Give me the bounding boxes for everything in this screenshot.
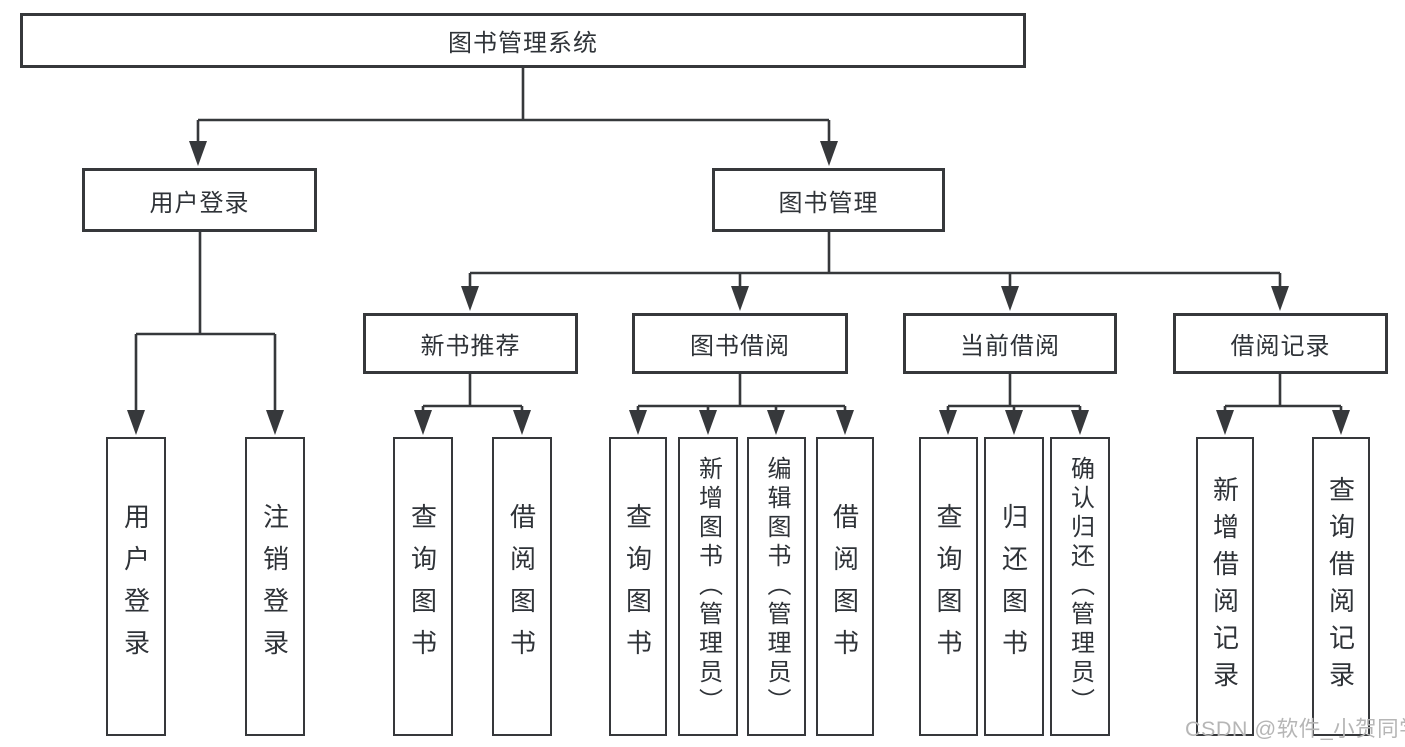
leaf-label: 确认归还（管理员） bbox=[1066, 456, 1094, 717]
node-label: 图书管理系统 bbox=[448, 30, 598, 57]
leaf-query-books-current: 查询图书 bbox=[919, 437, 978, 736]
leaf-label: 查询图书 bbox=[622, 502, 653, 671]
leaf-label: 查询借阅记录 bbox=[1325, 475, 1356, 698]
node-current-borrow: 当前借阅 bbox=[903, 313, 1117, 374]
node-label: 当前借阅 bbox=[960, 333, 1060, 360]
leaf-add-borrow-record: 新增借阅记录 bbox=[1196, 437, 1254, 736]
leaf-label: 归还图书 bbox=[998, 502, 1029, 671]
node-label: 图书借阅 bbox=[690, 333, 790, 360]
leaf-borrow-books: 借阅图书 bbox=[816, 437, 874, 736]
node-new-book-recommend: 新书推荐 bbox=[363, 313, 578, 374]
node-label: 图书管理 bbox=[778, 189, 879, 217]
node-root-system: 图书管理系统 bbox=[20, 13, 1026, 68]
leaf-query-books-borrow: 查询图书 bbox=[609, 437, 667, 736]
leaf-confirm-return-admin: 确认归还（管理员） bbox=[1050, 437, 1110, 736]
node-user-login: 用户登录 bbox=[82, 168, 317, 232]
leaf-label: 注销登录 bbox=[259, 502, 290, 671]
leaf-return-book: 归还图书 bbox=[984, 437, 1044, 736]
watermark-text: CSDN @软件_小贺同学 bbox=[1185, 717, 1405, 741]
leaf-label: 新增图书（管理员） bbox=[694, 456, 722, 717]
leaf-query-borrow-record: 查询借阅记录 bbox=[1312, 437, 1370, 736]
leaf-edit-book-admin: 编辑图书（管理员） bbox=[747, 437, 806, 736]
leaf-label: 查询图书 bbox=[933, 502, 963, 671]
node-label: 借阅记录 bbox=[1230, 333, 1331, 360]
leaf-label: 借阅图书 bbox=[829, 502, 860, 671]
leaf-logout: 注销登录 bbox=[245, 437, 305, 736]
leaf-add-book-admin: 新增图书（管理员） bbox=[678, 437, 738, 736]
node-book-borrow: 图书借阅 bbox=[632, 313, 848, 374]
leaf-borrow-books-recommend: 借阅图书 bbox=[492, 437, 552, 736]
node-borrow-records: 借阅记录 bbox=[1173, 313, 1388, 374]
node-label: 新书推荐 bbox=[420, 333, 521, 360]
arrowhead-icons bbox=[127, 141, 1350, 435]
leaf-query-books-recommend: 查询图书 bbox=[393, 437, 453, 736]
node-book-management: 图书管理 bbox=[712, 168, 945, 232]
leaf-label: 借阅图书 bbox=[506, 502, 537, 671]
leaf-label: 编辑图书（管理员） bbox=[763, 456, 790, 717]
node-label: 用户登录 bbox=[149, 189, 250, 217]
leaf-label: 用户登录 bbox=[120, 502, 151, 671]
leaf-label: 查询图书 bbox=[407, 502, 438, 671]
leaf-user-login: 用户登录 bbox=[106, 437, 166, 736]
leaf-label: 新增借阅记录 bbox=[1209, 475, 1240, 698]
